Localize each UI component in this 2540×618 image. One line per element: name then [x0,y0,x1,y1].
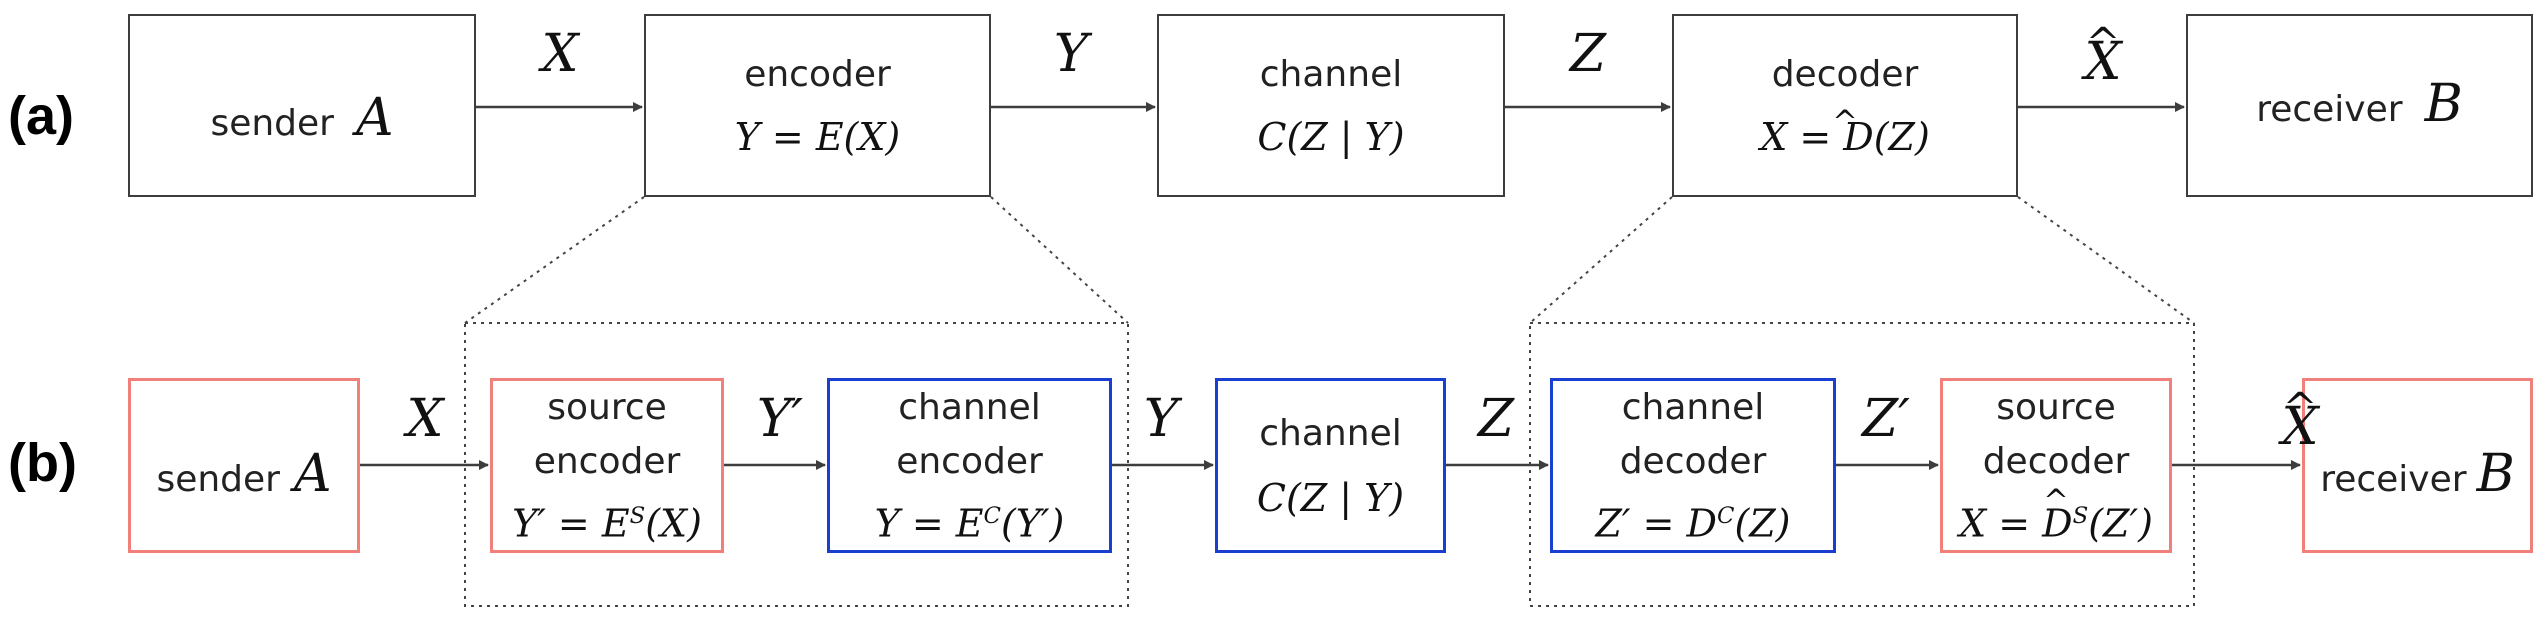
b-channel-decoder-formula: Z′ = DC(Z) [1595,501,1791,546]
b-channel-formula: C(Z | Y) [1256,475,1405,520]
zoom-guide-encoder-right [990,196,1129,324]
a-channel-box: channel C(Z | Y) [1157,14,1505,197]
b-edge-label-zprime: Z′ [1862,389,1910,449]
b-source-encoder-box: source encoder Y′ = ES(X) [490,378,724,553]
b-receiver-box: receiver B [2302,378,2533,553]
b-source-encoder-formula: Y′ = ES(X) [512,501,702,546]
b-source-encoder-line2: encoder [533,440,681,482]
a-decoder-formula: X = D(Z) [1760,96,1930,164]
b-receiver-word: receiver [2320,459,2467,500]
row-label-a: (a) [8,86,74,146]
b-edge-label-y: Y [1143,389,1179,449]
a-receiver-box: receiver B [2186,14,2533,197]
b-channel-decoder-line1: channel [1621,386,1765,428]
decoder-expansion-frame [1529,322,2195,607]
b-channel-decoder-line2: decoder [1619,440,1767,482]
b-sender-word: sender [156,459,280,500]
b-source-encoder-line1: source [547,386,667,428]
b-channel-encoder-line1: channel [898,386,1041,428]
b-source-decoder-line1: source [1996,386,2116,428]
b-sender-symbol: A [293,444,332,504]
a-edge-label-y: Y [1053,24,1089,84]
a-encoder-formula: Y = E(X) [734,114,901,159]
b-source-decoder-formula: X = DS(Z′) [1959,475,2153,551]
a-decoder-box: decoder X = D(Z) [1672,14,2018,197]
b-channel-encoder-line2: encoder [896,440,1043,482]
a-receiver-word: receiver [2256,89,2403,130]
b-receiver-symbol: B [2476,444,2515,504]
zoom-guide-decoder-left [1529,196,1673,324]
b-channel-title: channel [1259,412,1402,454]
a-sender-symbol: A [355,88,394,148]
a-edge-label-x: X [541,24,579,84]
a-encoder-box: encoder Y = E(X) [644,14,991,197]
b-sender-box: sender A [128,378,360,553]
a-channel-title: channel [1259,53,1403,95]
a-sender-box: sender A [128,14,476,197]
b-source-decoder-box: source decoder X = DS(Z′) [1940,378,2172,553]
b-edge-label-z: Z [1477,389,1515,449]
row-label-b: (b) [8,433,77,493]
b-edge-label-yprime: Y′ [756,389,804,449]
a-channel-formula: C(Z | Y) [1257,114,1405,159]
zoom-guide-encoder-left [464,196,645,324]
b-channel-box: channel C(Z | Y) [1215,378,1446,553]
b-channel-encoder-formula: Y = EC(Y′) [874,501,1065,546]
a-receiver-symbol: B [2424,74,2463,134]
a-edge-label-z: Z [1569,24,1607,84]
a-sender-word: sender [210,103,334,144]
zoom-guide-decoder-right [2017,196,2195,324]
a-decoder-title: decoder [1771,53,1919,95]
b-edge-label-x: X [406,389,444,449]
a-edge-label-xhat: X [2073,13,2133,92]
b-edge-label-xhat: X [2270,378,2330,457]
a-encoder-title: encoder [744,53,891,95]
b-channel-decoder-box: channel decoder Z′ = DC(Z) [1550,378,1836,553]
b-channel-encoder-box: channel encoder Y = EC(Y′) [827,378,1112,553]
